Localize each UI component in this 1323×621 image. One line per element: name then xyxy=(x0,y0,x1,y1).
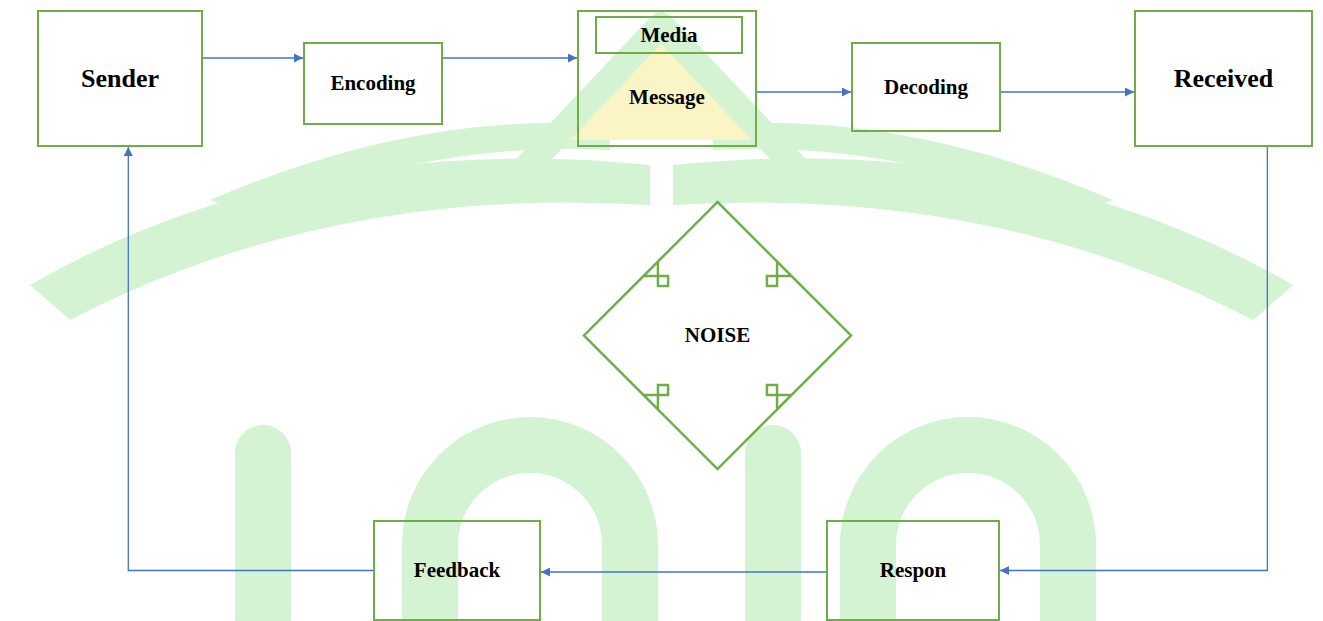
noise-arrow: NOISE xyxy=(582,200,853,471)
process-box: Decoding xyxy=(851,42,1001,132)
receiver-box: Received xyxy=(1134,10,1313,147)
message-box: Message Media xyxy=(577,10,757,147)
flow-arrow xyxy=(1000,147,1267,571)
node-label: Received xyxy=(1174,64,1274,94)
flow-arrow xyxy=(757,91,851,92)
node-label: Feedback xyxy=(414,558,500,582)
node-label: Respon xyxy=(880,558,947,582)
flow-arrow xyxy=(203,57,303,58)
flow-arrow xyxy=(128,147,373,571)
response-box: Respon xyxy=(826,520,1000,621)
node-label: Encoding xyxy=(330,71,415,95)
process-box: Encoding xyxy=(303,42,443,125)
node-label: Sender xyxy=(81,64,159,94)
node-label: Decoding xyxy=(884,75,968,99)
sender-box: Sender xyxy=(37,10,203,147)
node-label: Media xyxy=(640,23,697,47)
node-label: Message xyxy=(629,85,705,109)
flow-arrow xyxy=(443,57,577,58)
flow-arrow xyxy=(1001,91,1134,92)
media-box: Media xyxy=(595,16,743,54)
node-label: NOISE xyxy=(685,323,750,347)
flow-arrow xyxy=(541,571,826,572)
feedback-box: Feedback xyxy=(373,520,541,621)
